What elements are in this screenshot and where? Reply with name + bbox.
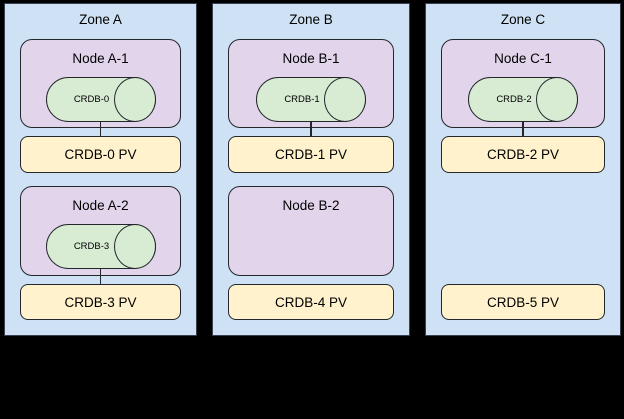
cylinder-end-cap-icon — [324, 77, 366, 122]
cylinder-end-cap-icon — [113, 77, 156, 122]
disk-cylinder-crdb-0: CRDB-0 — [45, 77, 156, 122]
zone-a: Zone A Node A-1 CRDB-0 CRDB-0 PV Node A-… — [4, 3, 197, 336]
cylinder-end-cap-icon — [536, 77, 578, 122]
pv-crdb-1: CRDB-1 PV — [228, 136, 394, 173]
zone-c-title: Zone C — [500, 12, 546, 27]
connector-node-b-1-to-pv — [310, 121, 312, 136]
disk-label-crdb-3: CRDB-3 — [73, 241, 110, 252]
node-b-2: Node B-2 — [228, 186, 394, 276]
node-a-2-title: Node A-2 — [72, 198, 129, 213]
node-b-2-title: Node B-2 — [282, 198, 340, 213]
disk-cylinder-crdb-2: CRDB-2 — [468, 77, 578, 122]
disk-cylinder-crdb-3: CRDB-3 — [45, 224, 156, 269]
pv-crdb-5-label: CRDB-5 PV — [486, 294, 559, 310]
pv-crdb-4-label: CRDB-4 PV — [274, 294, 347, 310]
pv-crdb-3-label: CRDB-3 PV — [64, 294, 137, 310]
node-a-1-title: Node A-1 — [72, 51, 129, 66]
pv-crdb-3: CRDB-3 PV — [20, 284, 181, 320]
zone-b: Zone B Node B-1 CRDB-1 CRDB-1 PV Node B-… — [212, 3, 410, 336]
node-c-1: Node C-1 CRDB-2 — [441, 39, 605, 128]
pv-crdb-5: CRDB-5 PV — [441, 284, 605, 320]
zone-a-title: Zone A — [79, 12, 122, 27]
cylinder-end-cap-icon — [113, 224, 156, 269]
pv-crdb-0-label: CRDB-0 PV — [64, 147, 137, 162]
node-b-1: Node B-1 CRDB-1 — [228, 39, 394, 128]
node-a-1: Node A-1 CRDB-0 — [20, 39, 181, 128]
zone-b-title: Zone B — [289, 12, 333, 27]
connector-node-c-1-to-pv — [522, 121, 524, 136]
node-a-2: Node A-2 CRDB-3 — [20, 186, 181, 276]
connector-node-a-1-to-pv — [99, 121, 102, 136]
disk-label-crdb-2: CRDB-2 — [496, 94, 532, 105]
connector-node-a-2-to-pv — [99, 268, 102, 284]
disk-cylinder-crdb-1: CRDB-1 — [256, 77, 366, 122]
node-c-1-title: Node C-1 — [494, 51, 552, 66]
disk-label-crdb-1: CRDB-1 — [284, 94, 320, 105]
pv-crdb-2: CRDB-2 PV — [441, 136, 605, 173]
disk-label-crdb-0: CRDB-0 — [73, 94, 110, 105]
pv-crdb-4: CRDB-4 PV — [228, 284, 394, 320]
pv-crdb-1-label: CRDB-1 PV — [274, 147, 347, 162]
node-b-1-title: Node B-1 — [282, 51, 340, 66]
zone-c: Zone C Node C-1 CRDB-2 CRDB-2 PV CRDB-5 … — [425, 3, 621, 336]
pv-crdb-0: CRDB-0 PV — [20, 136, 181, 173]
pv-crdb-2-label: CRDB-2 PV — [486, 147, 559, 162]
